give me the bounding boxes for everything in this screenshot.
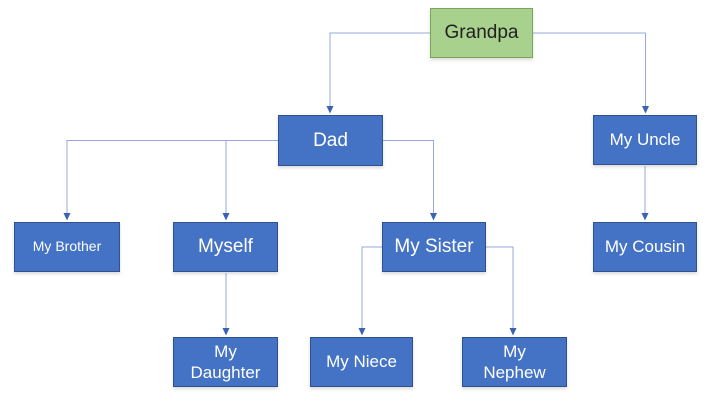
node-my-daughter: My Daughter: [173, 337, 278, 387]
node-my-cousin: My Cousin: [593, 222, 697, 272]
node-my-niece: My Niece: [310, 337, 413, 387]
node-my-nephew-label: My Nephew: [483, 341, 546, 382]
node-my-nephew: My Nephew: [462, 337, 567, 387]
connector-dad-brother: [63, 140, 278, 221]
node-my-uncle: My Uncle: [593, 115, 697, 165]
connector-dad-sister: [383, 140, 437, 221]
node-my-brother: My Brother: [14, 222, 120, 272]
node-my-cousin-label: My Cousin: [604, 237, 686, 257]
connector-sister-nephew: [486, 246, 517, 336]
connector-grandpa-uncle: [533, 32, 649, 114]
node-grandpa: Grandpa: [430, 8, 533, 58]
connector-grandpa-dad: [326, 32, 430, 114]
node-my-niece-label: My Niece: [326, 352, 397, 372]
node-my-sister-label: My Sister: [394, 236, 474, 258]
node-myself-label: Myself: [198, 236, 253, 258]
node-my-brother-label: My Brother: [32, 238, 102, 255]
node-grandpa-label: Grandpa: [444, 22, 519, 44]
node-dad-label: Dad: [313, 129, 348, 151]
node-myself: Myself: [173, 222, 278, 272]
node-my-sister: My Sister: [382, 222, 486, 272]
node-dad: Dad: [278, 115, 383, 166]
node-my-daughter-label: My Daughter: [190, 341, 261, 382]
node-my-uncle-label: My Uncle: [609, 130, 681, 150]
connector-dad-myself: [222, 140, 278, 221]
connector-sister-niece: [358, 246, 382, 336]
